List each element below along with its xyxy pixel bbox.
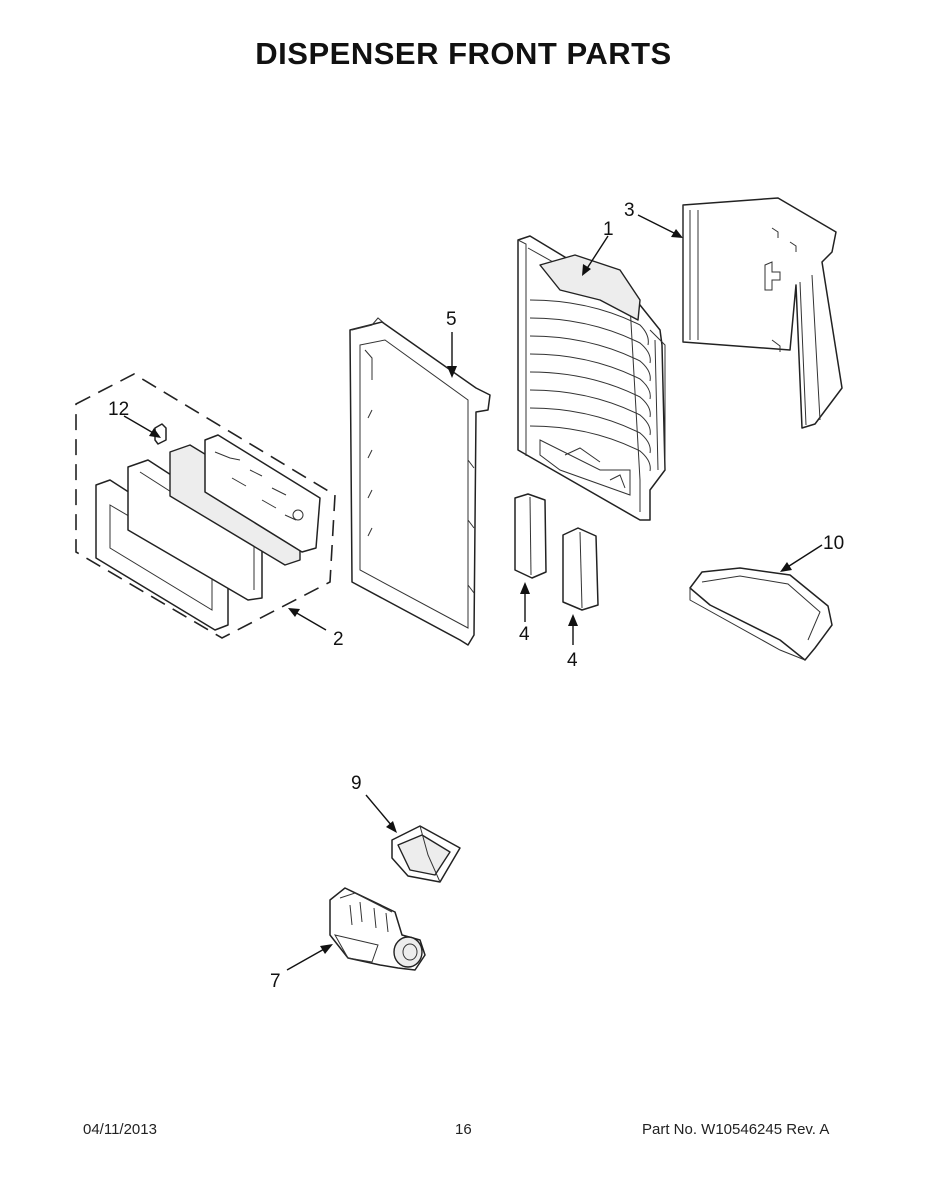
part-5-frame: [349, 317, 491, 646]
part-1-housing: [517, 235, 666, 521]
callout-4a: 4: [519, 624, 530, 645]
callout-1: 1: [603, 219, 614, 240]
part-2-control-assembly: [75, 373, 336, 639]
callout-9: 9: [351, 773, 362, 794]
callout-12: 12: [108, 399, 129, 420]
callout-10: 10: [823, 533, 844, 554]
callout-7: 7: [270, 971, 281, 992]
footer-page-number: 16: [455, 1121, 472, 1138]
callout-5: 5: [446, 309, 457, 330]
callout-2: 2: [333, 629, 344, 650]
footer-part-number: Part No. W10546245 Rev. A: [642, 1121, 830, 1138]
footer-date: 04/11/2013: [83, 1121, 157, 1138]
callout-arrows: [123, 214, 823, 971]
callout-3: 3: [624, 200, 635, 221]
part-3-back-panel: [682, 197, 843, 429]
part-9-chute: [391, 825, 461, 883]
part-7-actuator: [329, 887, 426, 971]
page-title: DISPENSER FRONT PARTS: [255, 36, 672, 71]
callout-4b: 4: [567, 650, 578, 671]
part-4-pad-b: [562, 527, 599, 611]
part-10-drip-tray: [689, 567, 833, 661]
part-4-pad-a: [514, 493, 547, 579]
